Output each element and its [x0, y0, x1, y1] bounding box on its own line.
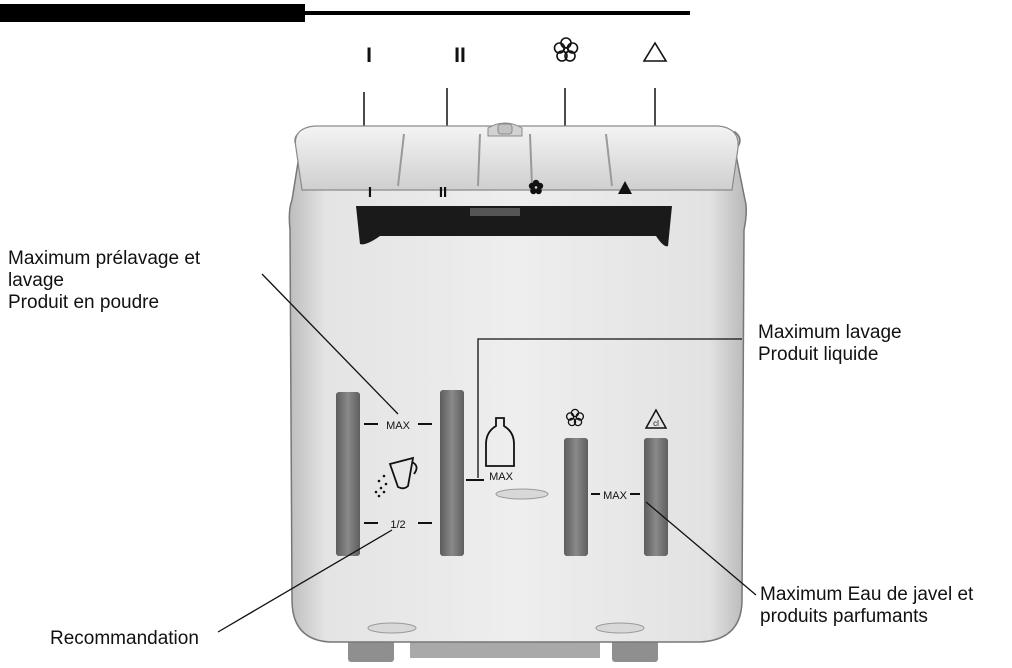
callout-liquid-line-1: Maximum lavage	[758, 322, 902, 343]
tray-mark-wash: II	[439, 184, 447, 201]
tray-bumps	[367, 488, 645, 634]
callout-bleach-max: Maximum Eau de javel et produits parfuma…	[760, 584, 973, 628]
tray-flower-icon	[528, 179, 544, 195]
header-rule	[0, 4, 690, 22]
callout-bleach-line-1: Maximum Eau de javel et	[760, 584, 974, 605]
slot-bleach	[644, 438, 668, 556]
callout-liquid-line-2: Produit liquide	[758, 344, 879, 365]
slot-softener	[564, 438, 588, 556]
triangle-icon	[642, 41, 668, 62]
callout-recommendation: Recommandation	[50, 628, 199, 650]
tray-max-softener-bleach: MAX	[603, 490, 628, 502]
tray-max-powder: MAX	[386, 420, 411, 432]
callout-liquid-max: Maximum lavage Produit liquide	[758, 322, 902, 366]
label-wash: II	[454, 44, 466, 67]
callout-bleach-line-2: produits parfumants	[760, 606, 928, 627]
tray-bleach-icon: cl	[644, 408, 668, 429]
powder-scoop-icon	[374, 456, 418, 498]
slot-powder-left	[336, 392, 360, 556]
drawer-tray	[288, 122, 748, 662]
level-slots	[336, 390, 668, 556]
liquid-bottle-icon	[485, 417, 515, 467]
callout-powder-line-2: lavage	[8, 270, 64, 291]
callout-powder-line-3: Produit en poudre	[8, 292, 160, 313]
level-ticks	[364, 423, 640, 524]
callout-leaders	[217, 273, 757, 633]
callout-powder-max: Maximum prélavage et lavage Produit en p…	[8, 248, 200, 314]
label-prewash: I	[366, 44, 372, 67]
tray-softener-icon	[565, 408, 585, 427]
slot-powder-right	[440, 390, 464, 556]
callout-powder-line-1: Maximum prélavage et	[8, 248, 201, 269]
tray-max-liquid: MAX	[489, 471, 514, 483]
callout-recommendation-text: Recommandation	[50, 628, 199, 649]
tray-bleach-symbol: cl	[653, 419, 659, 428]
tray-half-powder: 1/2	[390, 519, 405, 531]
flower-icon	[553, 37, 579, 62]
tray-mark-prewash: I	[368, 184, 372, 201]
tray-triangle-icon	[618, 181, 632, 194]
